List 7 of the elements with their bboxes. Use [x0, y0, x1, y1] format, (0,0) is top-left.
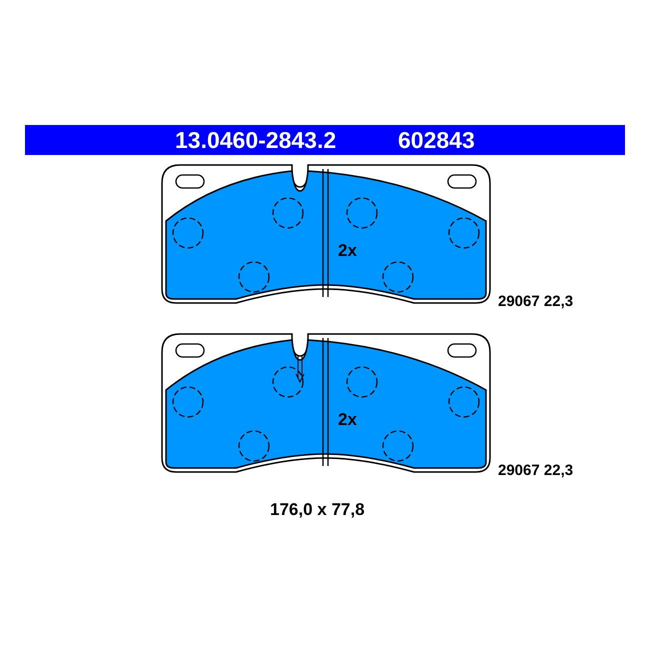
part-number: 602843	[398, 127, 475, 153]
part-code-text: 29067 22,3	[498, 462, 574, 479]
dimension-text: 176,0 x 77,8	[270, 500, 365, 520]
quantity-label: 2x	[338, 410, 357, 430]
part-number: 13.0460-2843.2	[175, 127, 336, 153]
part-code-text: 29067 22,3	[498, 293, 574, 310]
quantity-label: 2x	[338, 241, 357, 261]
